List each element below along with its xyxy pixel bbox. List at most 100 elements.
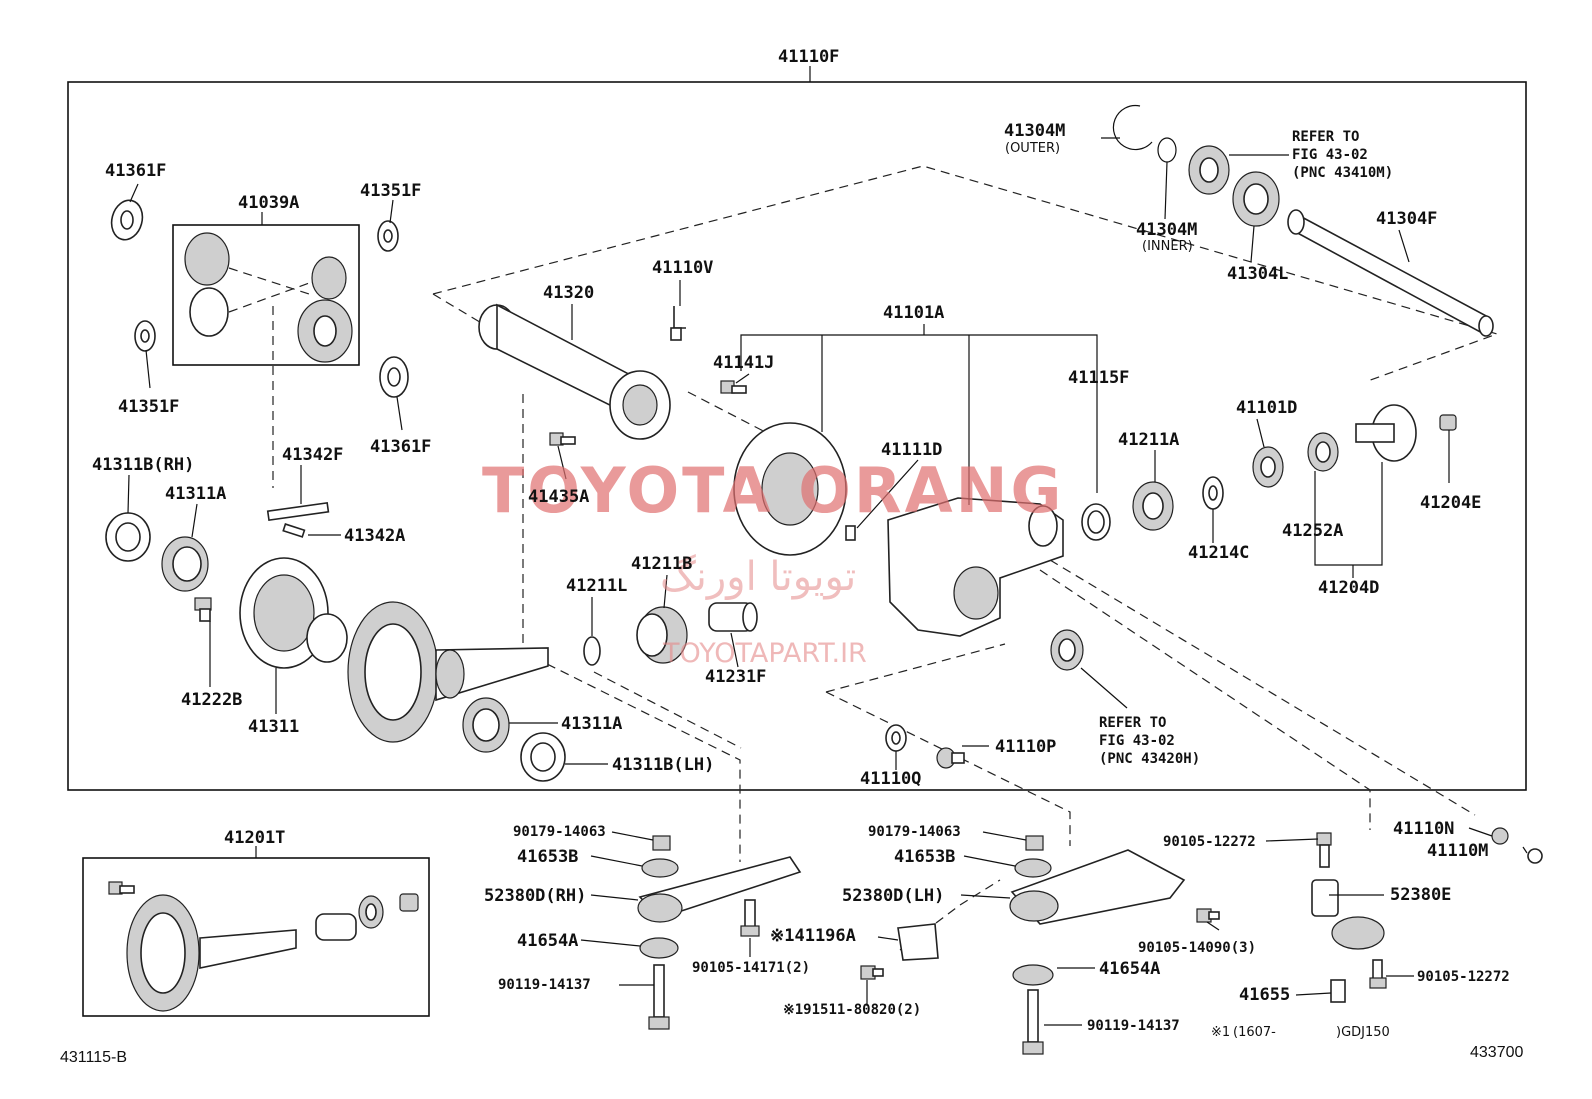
label-inner-note: (INNER) (1142, 239, 1193, 254)
label-41204D: 41204D (1318, 578, 1379, 598)
label-refer-top-3: (PNC 43410M) (1292, 165, 1393, 181)
cushion-41653B-rh (641, 858, 679, 878)
side-washer-41361F-top (110, 199, 144, 241)
label-90105-14171: 90105-14171(2) (692, 960, 810, 976)
label-41311: 41311 (248, 717, 299, 737)
label-refer-mid-1: REFER TO (1099, 715, 1166, 731)
bolt-90105-12272-top (1316, 832, 1332, 868)
kit-bolt (108, 881, 135, 895)
mount-dashed-line (825, 643, 1006, 693)
nut-90179-rh (652, 835, 671, 851)
footnote-range: (1607- (1233, 1025, 1276, 1040)
diff-dashed-line-2 (522, 394, 741, 862)
bearing-41311A-bottom (462, 697, 510, 753)
label-90105-14090: 90105-14090(3) (1138, 940, 1256, 956)
pin-41342A (282, 523, 306, 538)
label-41115F: 41115F (1068, 368, 1129, 388)
bolt-90119-rh (648, 964, 670, 1030)
bolt-41222B (194, 597, 212, 622)
label-41311A-bottom: 41311A (561, 714, 622, 734)
label-41435A: 41435A (528, 487, 589, 507)
label-90105-12272-top: 90105-12272 (1163, 834, 1256, 850)
label-90119-rh: 90119-14137 (498, 977, 591, 993)
seal-41101D (1252, 446, 1284, 488)
plug-41110P (936, 747, 965, 769)
label-41252A: 41252A (1282, 521, 1343, 541)
label-41110Q: 41110Q (860, 769, 921, 789)
label-41222B: 41222B (181, 690, 242, 710)
label-41211A: 41211A (1118, 430, 1179, 450)
snap-ring-41304M-inner (1157, 137, 1177, 163)
label-refer-mid-3: (PNC 43420H) (1099, 751, 1200, 767)
label-41101A: 41101A (883, 303, 944, 323)
housing-dashed-outline (432, 165, 1499, 383)
cushion-41654A-lh (1012, 964, 1054, 986)
label-90179-rh: 90179-14063 (513, 824, 606, 840)
stopper-41655 (1330, 979, 1346, 1003)
pin-41111D (845, 525, 856, 541)
label-41351F-bottom: 41351F (118, 397, 179, 417)
label-41342F: 41342F (282, 445, 343, 465)
label-41141J: 41141J (713, 353, 774, 373)
assembly-label: 41110F (778, 47, 839, 67)
label-41196A: ※141196A (770, 926, 856, 946)
label-41039A: 41039A (238, 193, 299, 213)
kit-label: 41201T (224, 828, 285, 848)
label-52380D-lh: 52380D(LH) (842, 886, 944, 906)
seal-refer-43420H (1050, 629, 1084, 671)
nut-41204E (1439, 414, 1457, 431)
label-refer-mid-2: FIG 43-02 (1099, 733, 1175, 749)
nut-90179-lh (1025, 835, 1044, 851)
bearing-41311A-top (161, 536, 209, 592)
snap-ring-41304M-outer (1112, 104, 1153, 151)
watermark-brand: TOYOTA ORANG (482, 454, 1064, 527)
label-41204E: 41204E (1420, 493, 1481, 513)
footnote-model: )GDJ150 (1336, 1025, 1390, 1040)
label-41351F-top: 41351F (360, 181, 421, 201)
footer-right-code: 433700 (1470, 1044, 1523, 1061)
footnote-mark: ※1 (1211, 1025, 1230, 1040)
assembly-frame (67, 81, 1527, 791)
bearing-41211B (636, 606, 688, 664)
seal-41115F (1081, 503, 1111, 541)
label-52380E: 52380E (1390, 885, 1451, 905)
bearing-race-41311B-rh (105, 512, 151, 562)
bearing-41304L (1232, 171, 1280, 227)
pinion-gear-set-41039A (172, 224, 360, 366)
mount-52380E (1311, 879, 1385, 950)
label-41110N: 41110N (1393, 819, 1454, 839)
label-41110V: 41110V (652, 258, 713, 278)
right-dashed-line-2 (1049, 559, 1476, 816)
label-41304M-outer: 41304M (1004, 121, 1065, 141)
bearing-refer-43410M (1188, 145, 1230, 195)
breather-41110V (670, 306, 686, 341)
label-refer-top-1: REFER TO (1292, 129, 1359, 145)
bolt-41435A (549, 432, 576, 446)
label-41211L: 41211L (566, 576, 627, 596)
cushion-41653B-lh (1014, 858, 1052, 878)
washer-41351F-top (377, 220, 399, 252)
label-41211B: 41211B (631, 554, 692, 574)
kit-ring-pinion (126, 894, 297, 1012)
bearing-race-41311B-lh (520, 732, 566, 782)
label-41311B-lh: 41311B(LH) (612, 755, 714, 775)
bolt-191511 (860, 965, 884, 980)
washer-41214C (1202, 476, 1224, 510)
label-41655: 41655 (1239, 985, 1290, 1005)
label-41311B-rh: 41311B(RH) (92, 455, 194, 475)
label-refer-top-2: FIG 43-02 (1292, 147, 1368, 163)
label-90179-lh: 90179-14063 (868, 824, 961, 840)
bolt-90105-14171 (740, 899, 760, 937)
spacer-41231F (708, 602, 758, 632)
cushion-41654A-rh (639, 937, 679, 959)
label-41654A-rh: 41654A (517, 931, 578, 951)
seal-41252A (1307, 432, 1339, 472)
bolt-41141J (720, 380, 747, 394)
bracket-dashed-line (899, 879, 1001, 951)
side-washer-41361F-right (379, 356, 409, 398)
watermark-site: TOYOTAPART.IR (662, 638, 867, 669)
label-41361F-top: 41361F (105, 161, 166, 181)
washer-41110N (1491, 827, 1509, 845)
label-41110M: 41110M (1427, 841, 1488, 861)
label-41304M-inner: 41304M (1136, 220, 1197, 240)
